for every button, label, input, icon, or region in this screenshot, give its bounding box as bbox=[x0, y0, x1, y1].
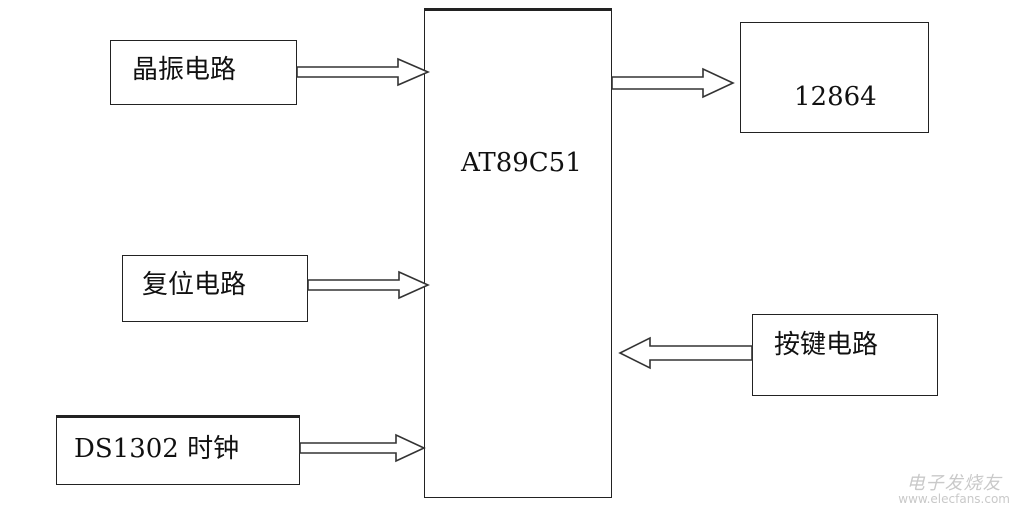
crystal-circuit-block bbox=[110, 40, 297, 105]
arrow-clock-to-mcu bbox=[299, 433, 426, 463]
ds1302-clock-block bbox=[56, 415, 300, 485]
reset-circuit-label: 复位电路 bbox=[142, 270, 247, 300]
mcu-label: AT89C51 bbox=[461, 148, 582, 178]
key-circuit-label: 按键电路 bbox=[774, 330, 879, 360]
arrow-crystal-to-mcu bbox=[296, 57, 431, 87]
watermark-url: www.elecfans.com bbox=[898, 492, 1010, 507]
lcd-12864-block bbox=[740, 22, 929, 133]
watermark-text: 电子发烧友 bbox=[906, 472, 1002, 494]
arrow-mcu-to-lcd bbox=[611, 67, 735, 99]
watermark: 电子发烧友 www.elecfans.com bbox=[898, 472, 1010, 507]
arrow-reset-to-mcu bbox=[307, 270, 430, 300]
crystal-circuit-label: 晶振电路 bbox=[132, 55, 237, 85]
mcu-block bbox=[424, 8, 612, 498]
ds1302-clock-label: DS1302 时钟 bbox=[74, 434, 240, 464]
arrow-keys-to-mcu bbox=[618, 336, 753, 370]
key-circuit-block bbox=[752, 314, 938, 396]
lcd-12864-label: 12864 bbox=[794, 82, 877, 112]
